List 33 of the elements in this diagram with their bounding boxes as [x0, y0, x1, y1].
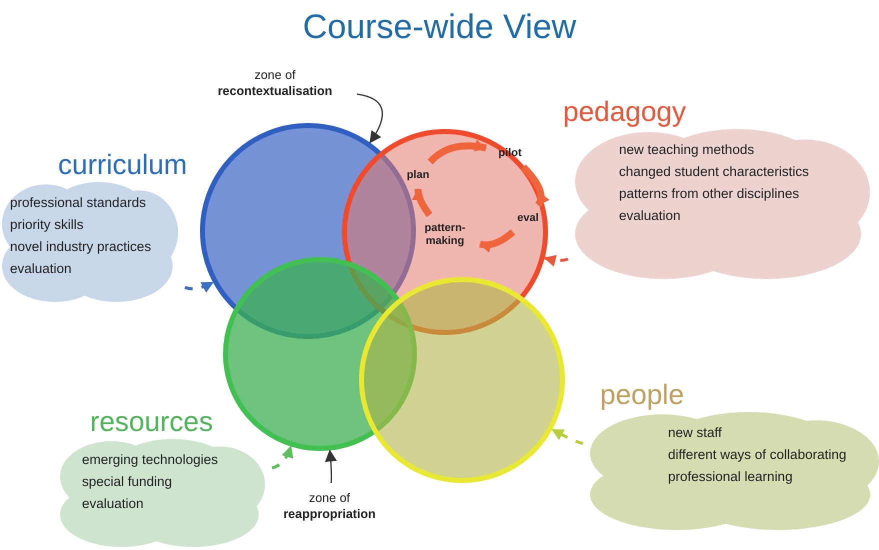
- category-heading: pedagogy: [563, 95, 686, 129]
- list-item: changed student characteristics: [619, 163, 809, 181]
- list-item: novel industry practices: [10, 238, 152, 256]
- zone-label: zone of recontextualisation: [200, 67, 350, 99]
- list-item: professional standards: [10, 194, 146, 212]
- dashed-arrow: [551, 428, 584, 445]
- cycle-arrow: [412, 188, 432, 218]
- category-heading: curriculum: [58, 148, 188, 182]
- arrow: [324, 450, 337, 484]
- list-item: new staff: [668, 424, 722, 442]
- list-item: priority skills: [10, 216, 84, 234]
- list-item: special funding: [82, 473, 172, 491]
- zone-label: zone of reappropriation: [262, 490, 397, 522]
- cycle-arrow: [428, 140, 487, 164]
- category-heading: resources: [90, 405, 213, 439]
- list-item: professional learning: [668, 468, 793, 486]
- arrow: [356, 94, 383, 144]
- list-item: patterns from other disciplines: [619, 185, 800, 203]
- list-item: new teaching methods: [619, 141, 754, 159]
- cycle-step-label: plan: [401, 169, 435, 182]
- cycle-arrow: [479, 229, 516, 252]
- dashed-arrow: [184, 280, 214, 293]
- list-item: different ways of collaborating: [668, 446, 846, 464]
- cycle-step-label: pattern-making: [417, 222, 473, 248]
- category-heading: people: [600, 378, 684, 412]
- dashed-arrow: [272, 446, 293, 470]
- cycle-step-label: eval: [513, 212, 543, 225]
- list-item: evaluation: [10, 260, 72, 278]
- dashed-arrow: [544, 254, 568, 266]
- list-item: evaluation: [82, 495, 144, 513]
- list-item: evaluation: [619, 207, 681, 225]
- list-item: emerging technologies: [82, 451, 218, 469]
- diagram-title: Course-wide View: [302, 8, 578, 47]
